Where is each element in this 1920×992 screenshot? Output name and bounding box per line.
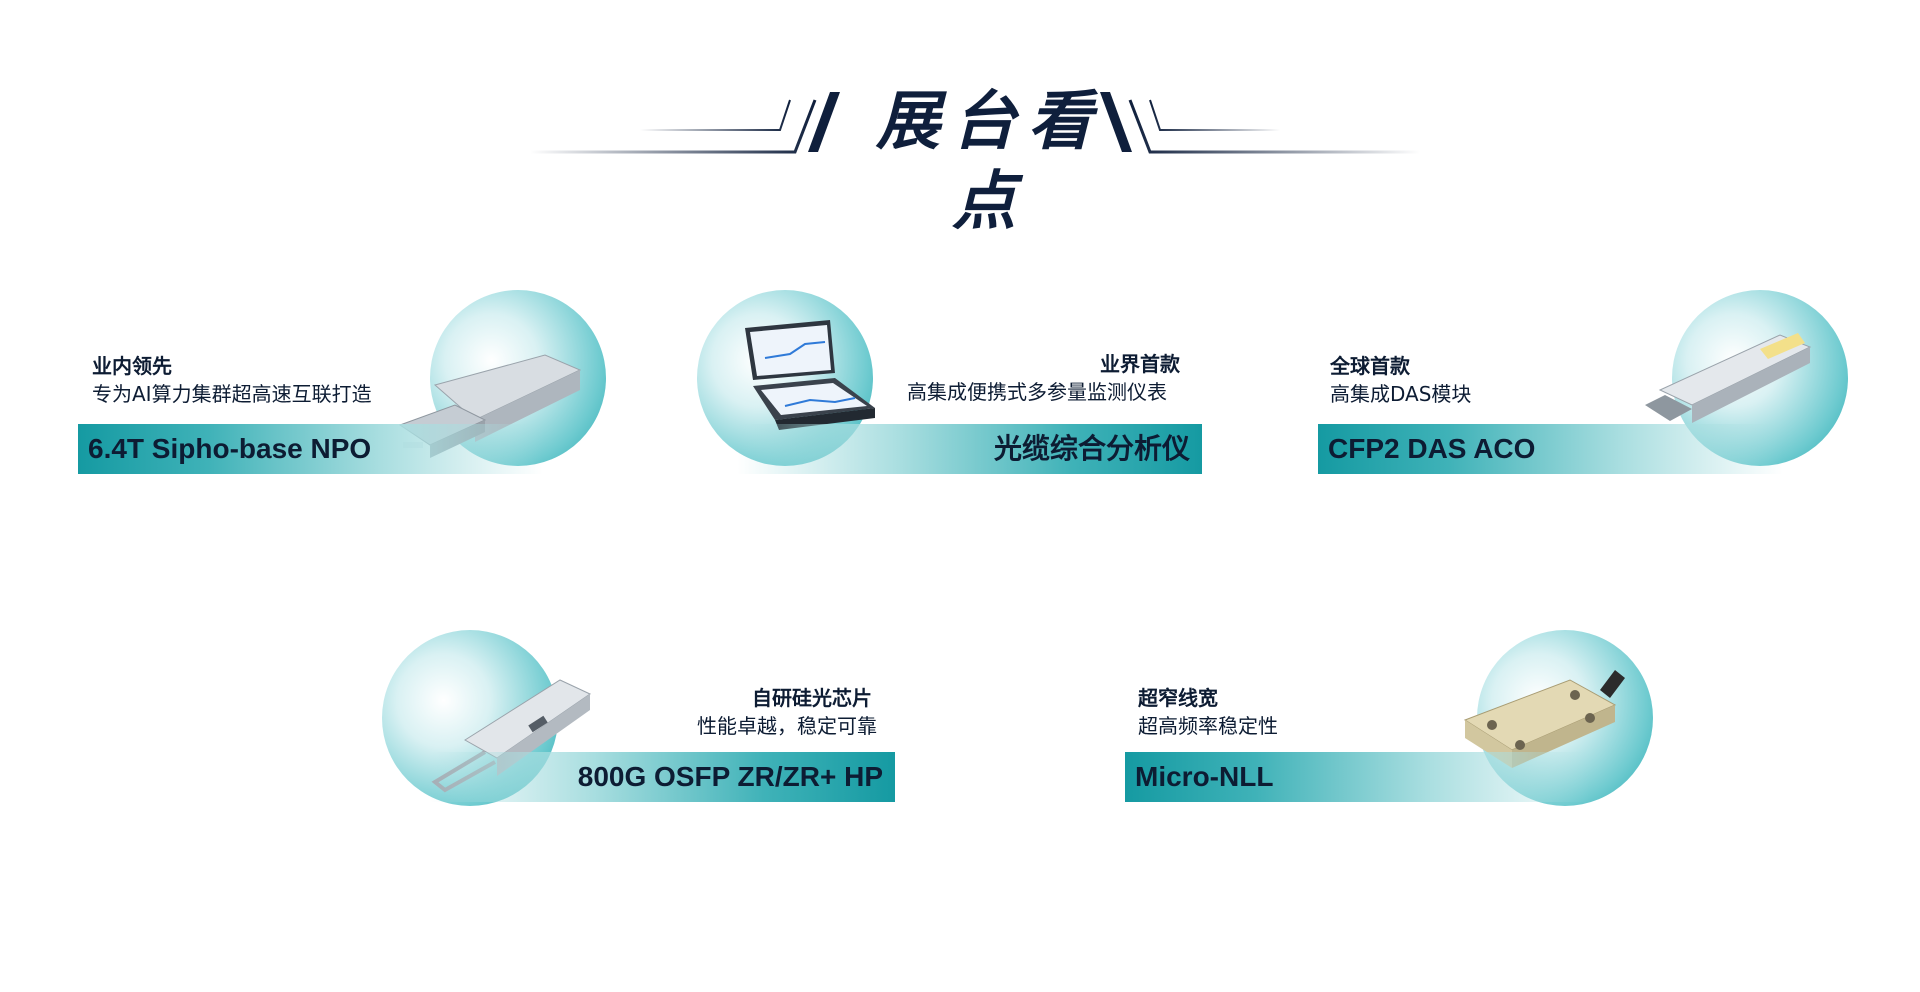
- card-description: 超高频率稳定性: [1138, 714, 1278, 738]
- card-description: 高集成便携式多参量监测仪表: [907, 380, 1167, 404]
- card-tag: 业界首款: [1100, 352, 1180, 376]
- card-description: 专为AI算力集群超高速互联打造: [92, 382, 372, 406]
- heading-decoration: [530, 92, 1420, 154]
- card-tag: 全球首款: [1330, 354, 1410, 378]
- product-label: 光缆综合分析仪: [737, 424, 1202, 474]
- cfp2-module-image: [1645, 333, 1812, 423]
- analyzer-device-image: [745, 320, 875, 430]
- product-label: 800G OSFP ZR/ZR+ HP: [430, 752, 895, 802]
- product-label: CFP2 DAS ACO: [1318, 424, 1783, 474]
- card-description: 高集成DAS模块: [1330, 382, 1472, 406]
- card-tag: 超窄线宽: [1138, 686, 1218, 710]
- card-description: 性能卓越，稳定可靠: [697, 714, 877, 738]
- section-heading: 展台看点: [0, 0, 1920, 239]
- card-tag: 业内领先: [92, 354, 172, 378]
- product-label: 6.4T Sipho-base NPO: [78, 424, 543, 474]
- card-tag: 自研硅光芯片: [752, 686, 872, 710]
- product-label: Micro-NLL: [1125, 752, 1590, 802]
- page-title: 展台看点: [876, 85, 1104, 239]
